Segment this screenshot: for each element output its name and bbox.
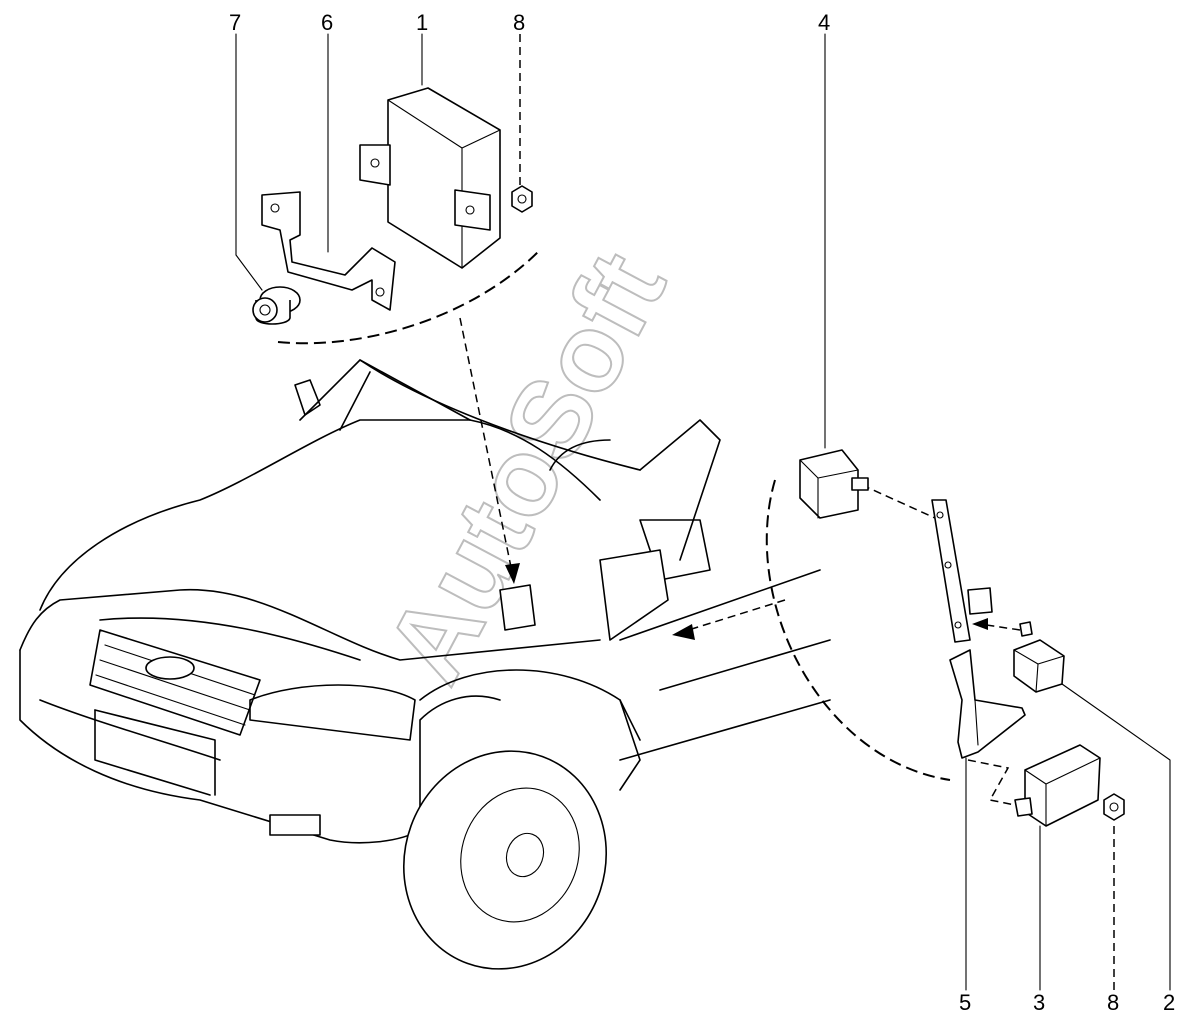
watermark-text: AutoSoft [363, 234, 690, 702]
callout-6: 6 [321, 10, 333, 35]
leader-4-to-bracket [861, 484, 936, 519]
arrow-right-to-car [672, 599, 786, 640]
bracket-part-5 [949, 649, 1026, 759]
watermark: AutoSoft [362, 233, 691, 703]
detail-boundary-right [765, 479, 951, 781]
mounting-bracket-vertical [931, 499, 993, 643]
callout-4: 4 [818, 10, 830, 35]
bracket-part-6 [261, 191, 396, 311]
control-unit-part-1 [359, 87, 501, 269]
callout-2: 2 [1163, 990, 1175, 1015]
nut-part-8-top [511, 185, 533, 213]
vehicle-outline [19, 359, 831, 970]
callout-7: 7 [229, 10, 241, 35]
callout-3: 3 [1033, 990, 1045, 1015]
nut-part-8-bottom [1103, 793, 1125, 821]
module-part-3 [1014, 744, 1101, 827]
relay-part-2 [1013, 621, 1065, 693]
callout-1: 1 [416, 10, 428, 35]
leader-module3-to-bracket [967, 759, 1031, 809]
callout-8-bottom: 8 [1107, 990, 1119, 1015]
callout-5: 5 [959, 990, 971, 1015]
leader-lines [235, 33, 1171, 991]
detail-boundary-top [277, 249, 541, 345]
arrow-top-to-car [459, 317, 520, 584]
relay-box-part-4 [799, 449, 869, 519]
bushing-part-7 [252, 286, 301, 325]
arrow-relay-to-bracket [972, 618, 1021, 631]
callout-8-top: 8 [513, 10, 525, 35]
